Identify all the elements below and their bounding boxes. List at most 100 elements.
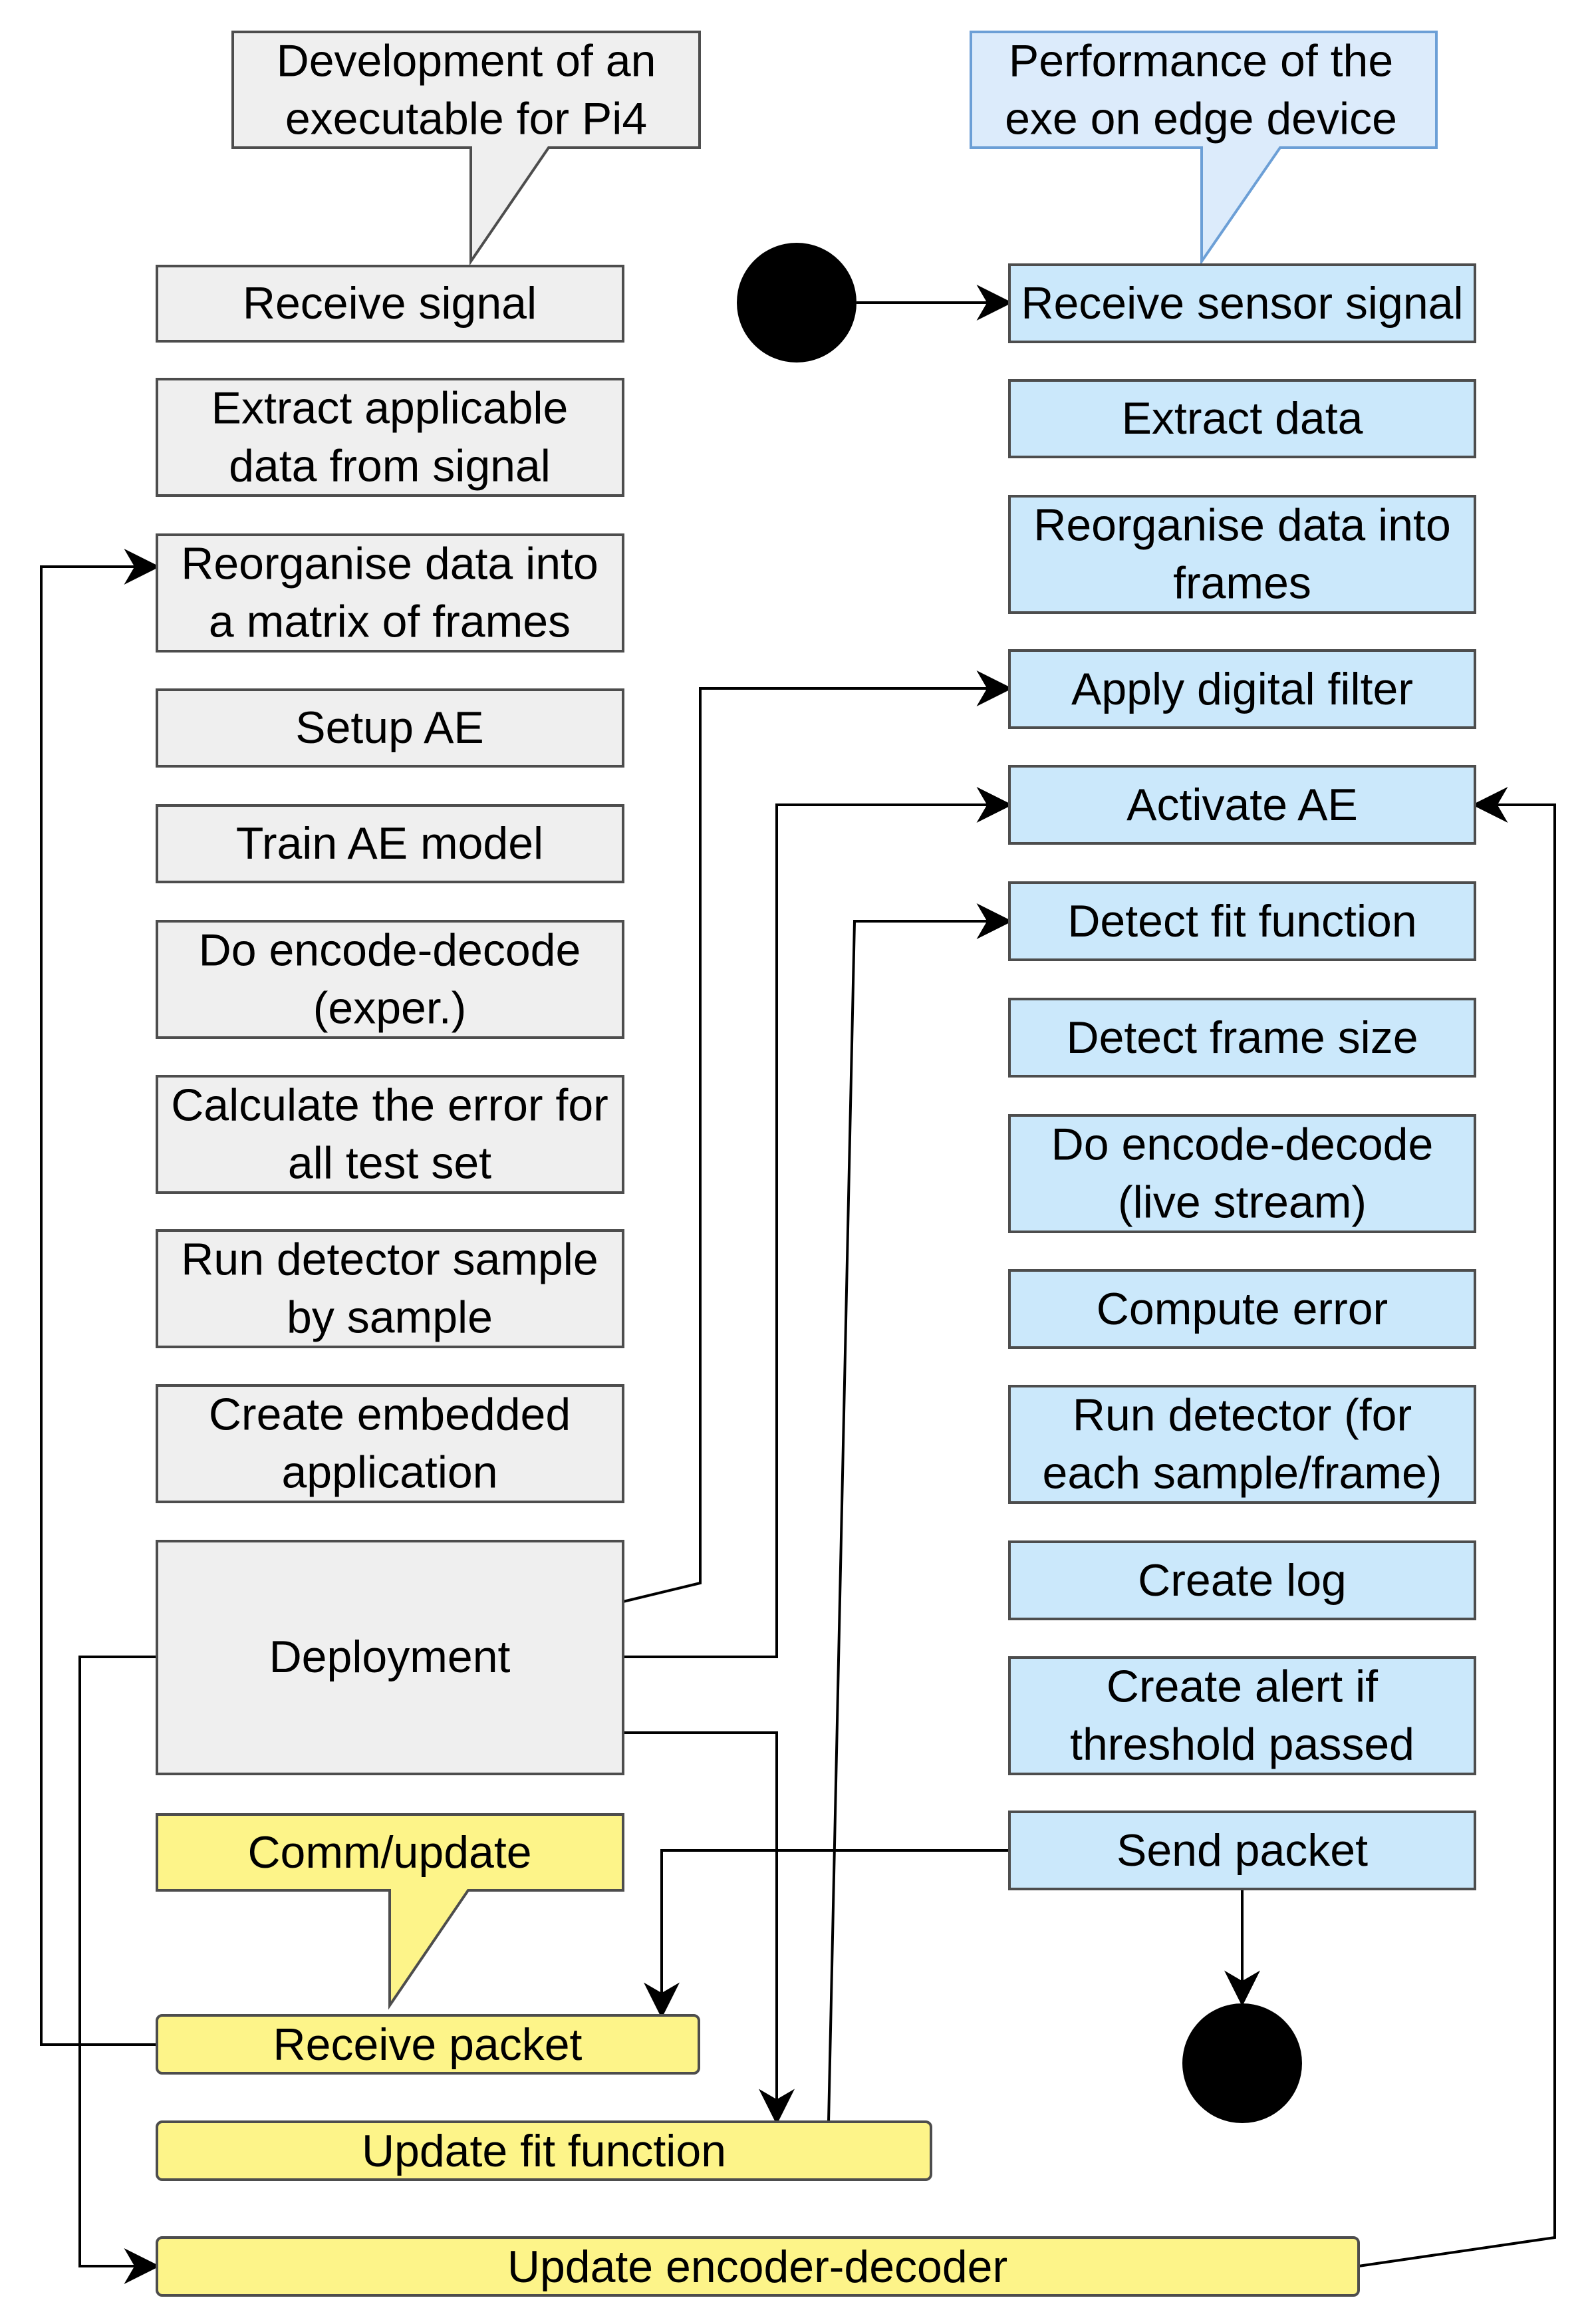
text-line: Performance of the [1009,36,1393,86]
text-line: a matrix of frames [209,597,571,647]
text-line: Do encode-decode [199,925,581,976]
arrow-deployment-to-update-fit [623,1731,795,2125]
step-calculate-error: Calculate the error for all test set [156,1075,624,1194]
text-line: Run detector (for [1073,1390,1412,1441]
text-line: (exper.) [313,983,467,1034]
text-line: Receive sensor signal [1021,278,1463,329]
step-train-ae-model: Train AE model [156,804,624,883]
callout-performance-shape [970,31,1438,266]
callout-development: Development of an executable for Pi4 [231,31,701,266]
step-label: Send packet [1117,1825,1368,1876]
arrow-deployment-to-apply-filter [622,670,1013,1603]
arrow-deployment-to-update-encoder [78,1656,160,2284]
step-label: Setup AE [295,702,484,753]
step-label: Calculate the error for all test set [171,1080,608,1189]
text-line: data from signal [229,441,551,492]
text-line: frames [1173,558,1311,609]
step-extract-applicable-data: Extract applicable data from signal [156,378,624,497]
step-label: Do encode-decode (exper.) [199,925,581,1034]
step-encode-decode-exper: Do encode-decode (exper.) [156,920,624,1039]
step-label: Activate AE [1126,780,1358,830]
callout-performance: Performance of the exe on edge device [970,31,1438,266]
text-line: Send packet [1117,1825,1368,1876]
text-line: Activate AE [1126,780,1358,830]
text-line: all test set [288,1138,491,1189]
step-run-detector-frame: Run detector (for each sample/frame) [1008,1385,1476,1504]
arrow-update-fit-to-detect-fit [827,903,1013,2122]
text-line: application [281,1447,497,1498]
step-label: Do encode-decode (live stream) [1051,1119,1434,1228]
step-send-packet: Send packet [1008,1811,1476,1890]
step-label: Receive packet [273,2019,583,2070]
step-label: Extract applicable data from signal [211,383,569,492]
text-line: Receive packet [273,2019,583,2070]
step-encode-decode-live: Do encode-decode (live stream) [1008,1114,1476,1233]
text-line: Create log [1138,1555,1347,1606]
text-line: Calculate the error for [171,1080,608,1131]
text-line: Setup AE [295,702,484,753]
step-setup-ae: Setup AE [156,688,624,768]
text-line: Do encode-decode [1051,1119,1434,1170]
connectors [40,285,1556,2284]
end-node [1182,2003,1302,2123]
step-receive-packet: Receive packet [156,2014,700,2075]
text-line: Comm/update [247,1827,531,1878]
step-create-log: Create log [1008,1540,1476,1620]
step-extract-data: Extract data [1008,379,1476,458]
callout-comm: Comm/update [156,1813,624,2010]
text-line: Detect frame size [1066,1012,1418,1063]
step-label: Create embedded application [209,1389,571,1498]
step-label: Extract data [1122,393,1363,444]
text-line: Receive signal [243,278,537,329]
text-line: Reorganise data into [1033,500,1451,551]
text-line: Update encoder-decoder [507,2242,1007,2292]
step-detect-fit-function: Detect fit function [1008,881,1476,961]
text-line: Detect fit function [1067,896,1416,946]
callout-comm-shape [156,1813,624,2010]
step-label: Update fit function [362,2126,726,2176]
text-line: by sample [287,1292,493,1343]
text-line: (live stream) [1118,1177,1367,1228]
text-line: Development of an [277,36,656,86]
text-line: Compute error [1097,1284,1388,1334]
step-apply-digital-filter: Apply digital filter [1008,649,1476,729]
arrow-update-encoder-to-activate-ae [1358,787,1556,2267]
callout-development-shape [231,31,701,266]
step-compute-error: Compute error [1008,1269,1476,1349]
text-line: Apply digital filter [1071,664,1413,714]
arrow-receive-packet-to-reorganise [40,549,160,2046]
step-label: Deployment [269,1632,511,1682]
text-line: exe on edge device [1005,94,1397,144]
callout-performance-text: Performance of the exe on edge device [1005,36,1397,144]
start-node [737,243,857,363]
callout-comm-text: Comm/update [247,1827,531,1878]
text-line: each sample/frame) [1043,1448,1442,1499]
step-label: Apply digital filter [1071,664,1413,714]
step-label: Detect fit function [1067,896,1416,946]
step-detect-frame-size: Detect frame size [1008,998,1476,1078]
step-label: Receive sensor signal [1021,278,1463,329]
step-label: Update encoder-decoder [507,2242,1007,2292]
step-reorganise-frames: Reorganise data into frames [1008,495,1476,614]
step-label: Run detector (for each sample/frame) [1043,1390,1442,1499]
callout-development-text: Development of an executable for Pi4 [277,36,656,144]
text-line: executable for Pi4 [285,94,647,144]
text-line: Create embedded [209,1389,571,1440]
text-line: Create alert if [1107,1662,1378,1712]
text-line: Train AE model [236,818,543,869]
right-column: Receive sensor signal Extract data Reorg… [1008,263,1476,1890]
step-create-embedded-app: Create embedded application [156,1384,624,1503]
text-line: Extract applicable [211,383,569,434]
arrow-send-packet-to-receive-packet [644,1849,1009,2019]
step-update-encoder-decoder: Update encoder-decoder [156,2236,1360,2297]
step-update-fit-function: Update fit function [156,2120,932,2181]
step-label: Train AE model [236,818,543,869]
arrow-deployment-to-activate-ae [623,787,1013,1658]
left-column: Receive signal Extract applicable data fr… [156,265,624,1775]
